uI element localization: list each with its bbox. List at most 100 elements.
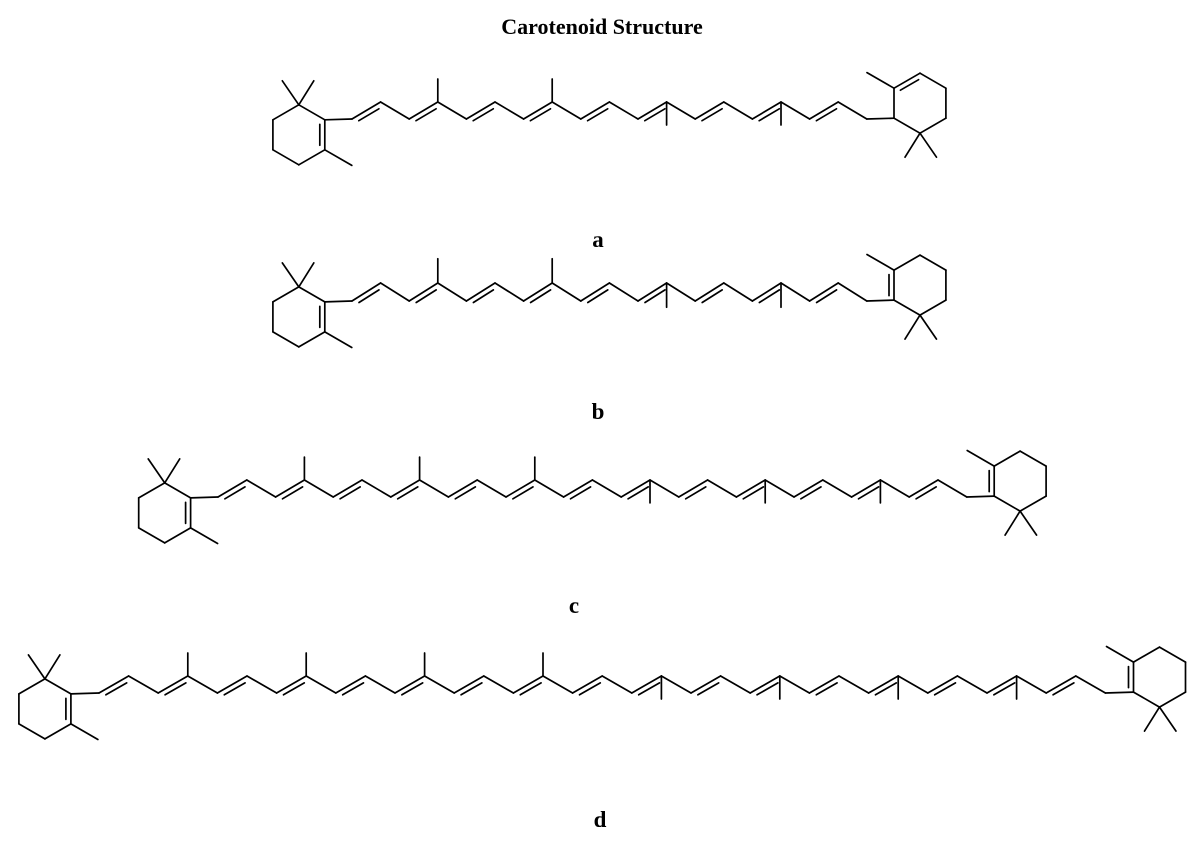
methyl-group [27, 654, 46, 680]
double-bond [408, 282, 439, 302]
double-bond [351, 101, 382, 120]
figure-title: Carotenoid Structure [501, 14, 703, 39]
single-bond [303, 479, 335, 498]
double-bond-inner [282, 682, 306, 696]
single-bond [494, 101, 525, 120]
single-bond [837, 101, 868, 120]
double-bond-inner [857, 486, 880, 500]
double-bond [793, 479, 824, 498]
double-bond [986, 675, 1018, 694]
double-bond [447, 479, 479, 498]
double-bond-inner [339, 486, 362, 500]
single-bond [542, 675, 574, 694]
single-bond [821, 479, 853, 498]
ring-bond [137, 527, 166, 544]
single-bond [323, 118, 353, 121]
single-bond [361, 479, 392, 498]
double-bond-inner [1052, 682, 1075, 696]
double-bond-inner [586, 107, 609, 122]
single-bond [649, 479, 680, 498]
double-bond-inner [105, 682, 128, 696]
ring-bond [137, 482, 166, 499]
double-bond [157, 675, 189, 694]
double-bond [453, 675, 485, 694]
methyl-group [1019, 510, 1038, 536]
single-bond [423, 675, 456, 694]
single-bond [937, 479, 968, 498]
ring-bond [44, 723, 72, 740]
double-bond [751, 101, 782, 120]
double-bond [275, 675, 308, 694]
single-bond [706, 479, 738, 498]
single-bond [965, 495, 996, 498]
methyl-group [281, 79, 300, 106]
ring-bond [44, 678, 72, 695]
single-bond [551, 282, 582, 302]
double-bond-inner [401, 682, 424, 696]
ring-bond [297, 286, 326, 303]
single-bond [379, 282, 411, 302]
double-bond [408, 101, 439, 120]
ring-bond [18, 678, 46, 695]
ring-bond [297, 331, 326, 348]
double-bond [694, 101, 725, 120]
double-bond [571, 675, 604, 694]
single-bond [533, 479, 565, 498]
structure-label-a: a [592, 227, 604, 252]
double-bond [908, 479, 939, 498]
double-bond-inner [815, 107, 838, 122]
structure-label-d: d [594, 807, 607, 832]
single-bond [838, 675, 870, 694]
single-bond [551, 101, 582, 120]
double-bond [562, 479, 594, 498]
double-bond-inner [415, 107, 437, 122]
single-bond [436, 282, 468, 302]
single-bond [722, 282, 754, 302]
double-bond-inner [529, 289, 552, 304]
double-bond [579, 101, 611, 120]
ring-bond [1019, 450, 1047, 467]
single-bond [1104, 691, 1135, 694]
double-bond-inner [915, 486, 938, 500]
double-bond-inner [742, 486, 765, 500]
double-bond-inner [874, 682, 898, 696]
double-bond [735, 479, 767, 498]
double-bond [751, 282, 782, 302]
ring-bond [272, 148, 300, 166]
double-bond-inner [701, 107, 723, 122]
methyl-group [866, 253, 895, 271]
single-bond [879, 479, 911, 498]
single-bond [660, 675, 692, 694]
double-bond [389, 479, 421, 498]
double-bond [694, 282, 725, 302]
single-bond [722, 101, 754, 120]
double-bond [808, 101, 840, 120]
double-bond-inner [933, 682, 957, 696]
single-bond [780, 282, 811, 302]
ring-bond [163, 527, 192, 544]
methyl-group [1158, 706, 1177, 732]
double-bond [850, 479, 882, 498]
ring-bond [272, 286, 300, 303]
single-bond [379, 101, 411, 120]
single-bond [837, 282, 868, 302]
ring-bond [919, 72, 947, 90]
double-bond-inner [644, 289, 666, 304]
single-bond [601, 675, 633, 694]
double-bond-inner [358, 289, 380, 304]
ring-bond [993, 495, 1021, 512]
methyl-group [1105, 645, 1135, 663]
methyl-group [297, 79, 315, 106]
methyl-group [323, 148, 353, 167]
structure-b [272, 253, 947, 349]
ring-bond [163, 482, 192, 499]
single-bond [665, 101, 697, 120]
single-bond [665, 282, 697, 302]
ring-bond [297, 148, 326, 166]
double-bond [332, 479, 363, 498]
single-bond [364, 675, 396, 694]
single-bond [865, 117, 895, 120]
methyl-group [297, 262, 315, 288]
double-bond-inner [578, 682, 602, 696]
